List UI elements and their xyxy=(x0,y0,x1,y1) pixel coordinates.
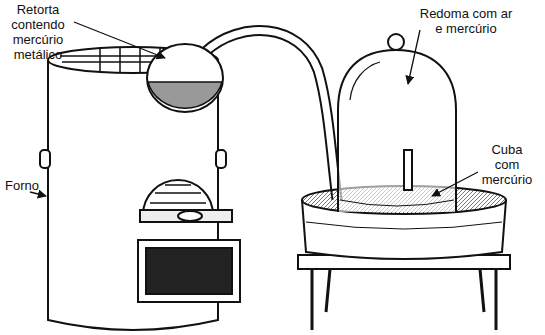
callout-label: Cuba com mercúrio xyxy=(478,142,536,187)
callout-label: Forno xyxy=(0,178,44,193)
furnace xyxy=(40,47,240,330)
bell-jar xyxy=(338,34,456,212)
callout-label: Redoma com ar e mercúrio xyxy=(418,6,514,36)
leader-lines xyxy=(30,22,478,196)
callout-label: Retorta contendo mercúrio metálico xyxy=(2,2,74,62)
